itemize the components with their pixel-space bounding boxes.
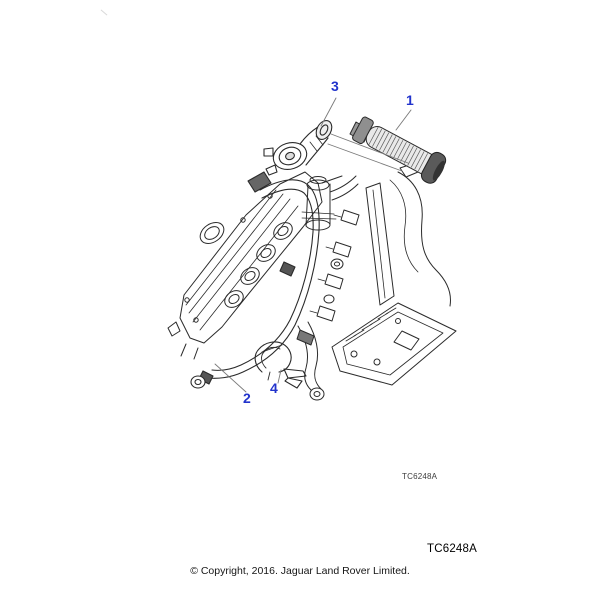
copyright-text: © Copyright, 2016. Jaguar Land Rover Lim… [190,565,410,577]
leader-line-2 [214,363,247,393]
part-3-connector [263,120,333,176]
connector-reference-line-a [330,133,409,164]
leader-lines [214,97,412,393]
part-4-clip [254,341,307,389]
callout-1[interactable]: 1 [406,92,414,108]
connector-reference-line-b [327,143,403,172]
engine-assembly [167,163,457,401]
drawing-code-inline: TC6248A [402,472,438,481]
callout-3[interactable]: 3 [331,78,339,94]
part-1-hose [349,116,447,184]
part-2-pipe [190,171,320,389]
leader-line-3 [320,97,337,127]
drawing-code-footer: TC6248A [427,543,477,555]
leader-line-4 [277,369,282,384]
leader-line-1 [395,109,412,131]
callout-2[interactable]: 2 [243,390,251,406]
callout-4[interactable]: 4 [270,380,278,396]
